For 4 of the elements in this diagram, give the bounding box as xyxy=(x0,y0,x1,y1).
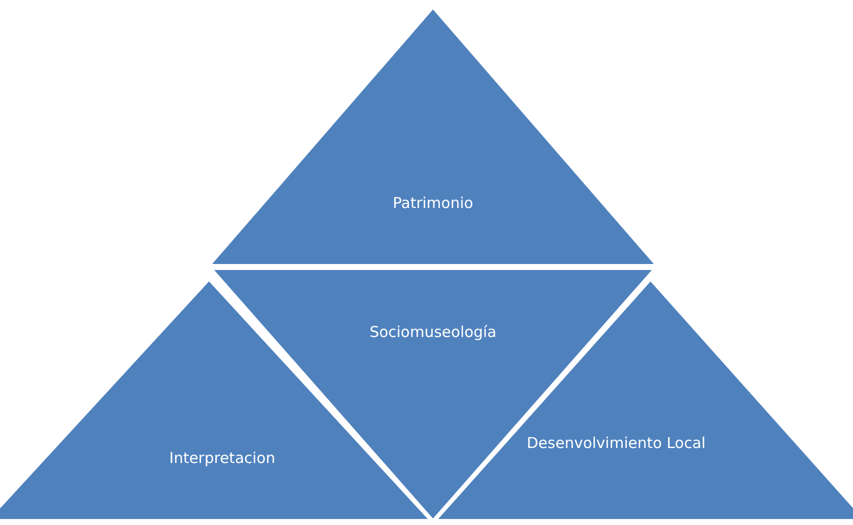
triangle-label: Patrimonio xyxy=(392,193,474,214)
triangle-label: Interpretacion xyxy=(168,448,276,468)
triangle-label: Sociomuseología xyxy=(368,322,498,342)
triangle-label: Desenvolvimiento Local xyxy=(526,433,707,454)
